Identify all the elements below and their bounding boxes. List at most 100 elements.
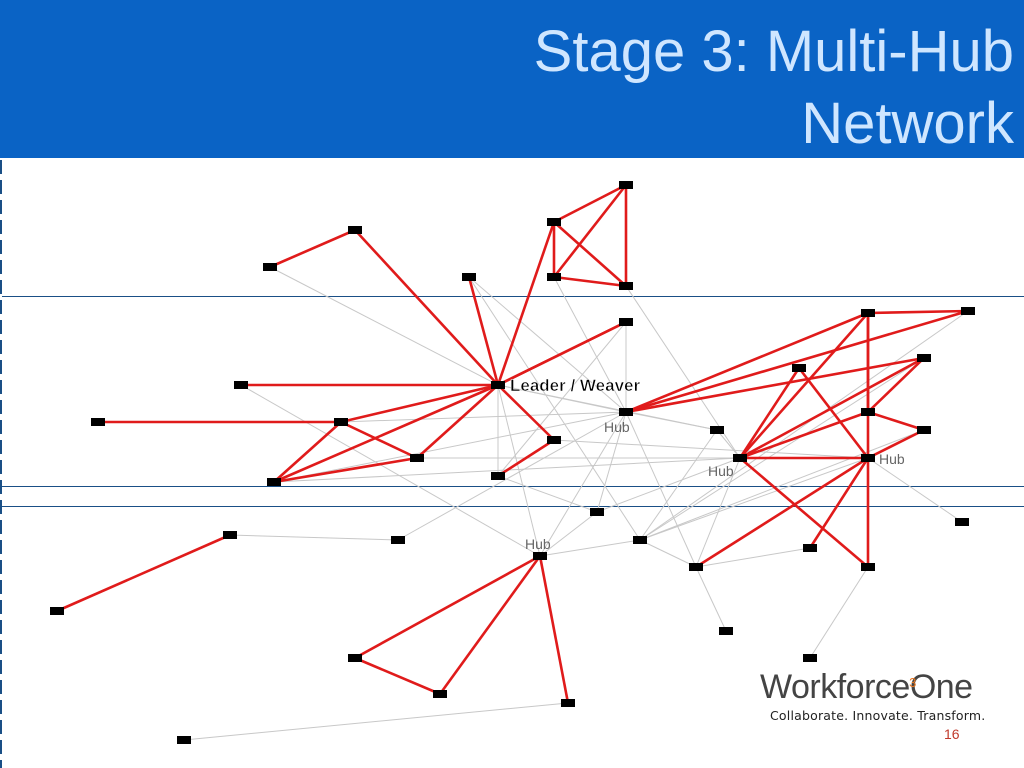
node-hub3 [533, 552, 547, 560]
node-hub4 [861, 454, 875, 462]
strong-tie-n_hub1-n_r2 [625, 309, 969, 414]
label-hub3: Hub [525, 536, 551, 552]
node-r2 [961, 307, 975, 315]
logo-word-end: One [909, 668, 973, 706]
node-t4 [619, 282, 633, 290]
title-banner [0, 0, 1024, 158]
node-bot4 [803, 654, 817, 662]
weak-tie-n_e-n_hub1 [340, 411, 627, 423]
node-m [710, 426, 724, 434]
node-hub2 [733, 454, 747, 462]
node-rr2 [955, 518, 969, 526]
node-far [177, 736, 191, 744]
node-t2 [547, 218, 561, 226]
guide-line-upper [0, 296, 1024, 297]
strong-tie-n_hub2-n_r3 [739, 356, 925, 460]
node-r5 [861, 408, 875, 416]
strong-tie-n_hub4-n_s4 [808, 457, 870, 549]
weak-tie-n_hub1-n_bot1 [625, 411, 697, 568]
logo-tagline: Collaborate. Innovate. Transform. [770, 708, 986, 723]
weak-ties [183, 266, 969, 741]
strong-tie-n_h-n_j [497, 438, 555, 478]
weak-tie-n_bot2-n_bot4 [809, 566, 869, 659]
node-f [410, 454, 424, 462]
logo-superscript: 3 [909, 675, 916, 690]
node-i [267, 478, 281, 486]
weak-tie-n_s3-n_far [183, 702, 569, 741]
strong-tie-n_a-n_left1 [269, 228, 356, 269]
left-edge-dashes [0, 160, 2, 768]
strong-tie-n_leader-n_e [340, 383, 499, 424]
slide-title-line-2: Network [801, 91, 1014, 156]
network-nodes [50, 181, 975, 744]
node-b [462, 273, 476, 281]
node-j [491, 472, 505, 480]
node-s1 [348, 654, 362, 662]
node-x2 [633, 536, 647, 544]
strong-tie-n_r1-n_r2 [867, 309, 969, 315]
weak-tie-n_k-n_mid [229, 534, 399, 541]
slide-title: Stage 3: Multi-Hub Network [314, 16, 1014, 160]
strong-tie-n_f-n_i [273, 456, 418, 484]
strong-tie-n_hub2-n_bot2 [739, 457, 869, 568]
weak-tie-n_bot1-n_bot3 [695, 566, 727, 632]
strong-tie-n_e-n_i [273, 421, 342, 483]
guide-line-middle [0, 486, 1024, 487]
weak-tie-n_bot1-n_hub2 [695, 457, 741, 568]
node-a [348, 226, 362, 234]
node-h [547, 436, 561, 444]
weak-tie-n_m-n_hub2 [716, 429, 741, 459]
weak-tie-n_d-n_j [497, 321, 627, 477]
weak-tie-n_leader-n_hub3 [497, 384, 541, 557]
strong-tie-n_hub3-n_s1 [354, 554, 541, 660]
guide-line-lower [0, 506, 1024, 507]
node-r1 [861, 309, 875, 317]
node-t5 [619, 318, 633, 326]
weak-tie-n_bot1-n_x3 [695, 547, 811, 568]
node-bot2 [861, 563, 875, 571]
weak-tie-n_c-n_hub3 [240, 384, 541, 557]
label-hub4: Hub [879, 451, 905, 467]
node-left1 [263, 263, 277, 271]
node-leader [491, 381, 505, 389]
node-s3 [561, 699, 575, 707]
strong-tie-n_hub1-n_r3 [625, 356, 925, 414]
node-t3 [547, 273, 561, 281]
weak-tie-n_h-n_hub4 [553, 439, 869, 459]
strong-tie-n_s1-n_s2 [354, 656, 441, 696]
weak-tie-n_t3-n_hub1 [553, 276, 627, 413]
strong-tie-n_leader-n_b [467, 276, 500, 386]
node-bot3 [719, 627, 733, 635]
weak-tie-n_r6-n_x2 [639, 429, 925, 541]
weak-tie-n_hub1-n_hub3 [539, 411, 627, 557]
weak-tie-n_mid-n_hub1 [397, 411, 627, 541]
node-mid [391, 536, 405, 544]
weak-tie-n_hub1-n_m [625, 411, 718, 431]
strong-tie-n_t1-n_t2 [553, 183, 627, 224]
label-hub1: Hub [604, 419, 630, 435]
strong-tie-n_hub3-n_s2 [438, 555, 542, 695]
weak-tie-n_i-n_hub1 [273, 411, 627, 483]
strong-tie-n_r4-n_hub4 [797, 367, 870, 459]
weak-tie-n_hub3-n_x1 [539, 511, 598, 557]
weak-tie-n_x2-n_r3 [639, 357, 925, 541]
strong-tie-n_t3-n_t4 [553, 275, 627, 288]
strong-tie-n_hub2-n_r1 [739, 312, 869, 459]
strong-tie-n_hub3-n_s3 [538, 555, 570, 704]
node-x1 [590, 508, 604, 516]
slide-title-line-1: Stage 3: Multi-Hub [533, 19, 1014, 84]
strong-tie-n_leader-n_a [354, 229, 499, 386]
strong-tie-n_t2-n_t4 [553, 221, 627, 287]
strong-tie-n_leader-n_f [416, 384, 499, 459]
strong-tie-n_leader-n_i [273, 383, 499, 484]
node-far_left [91, 418, 105, 426]
strong-ties [56, 183, 969, 704]
strong-tie-n_hub4-n_bot1 [695, 456, 869, 569]
node-hub1 [619, 408, 633, 416]
strong-tie-n_t1-n_t3 [552, 184, 628, 278]
node-s4 [803, 544, 817, 552]
strong-tie-n_leader-n_h [497, 384, 555, 441]
strong-tie-n_hub2-n_r5 [739, 410, 869, 460]
